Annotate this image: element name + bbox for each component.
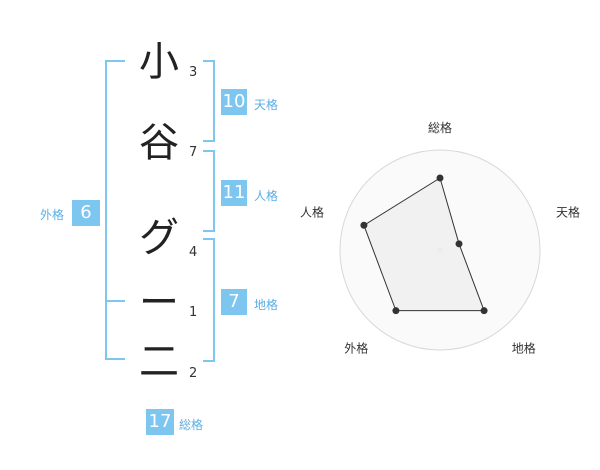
stroke-count-3: 4: [189, 245, 198, 260]
stroke-count-4: 1: [189, 305, 198, 320]
soukaku-value-box: 17: [146, 409, 174, 435]
jinkaku-value-box: 11: [221, 180, 247, 206]
jinkaku-bracket: [203, 150, 215, 232]
radar-axis-label-1: 総格: [428, 120, 452, 135]
radar-point-4: [392, 307, 400, 315]
gaikaku-value-box: 6: [72, 200, 100, 226]
jinkaku-label: 人格: [254, 189, 279, 203]
radar-axis-label-5: 人格: [300, 204, 324, 219]
tenkaku-label: 天格: [254, 98, 279, 112]
radar-axis-label-4: 外格: [344, 341, 368, 356]
stroke-count-1: 3: [189, 65, 198, 80]
gaikaku-bracket-bottom: [105, 298, 125, 360]
radar-shape: [360, 174, 488, 315]
radar-point-2: [455, 240, 463, 248]
name-char-2: 谷: [139, 120, 179, 166]
gaikaku-label: 外格: [40, 208, 65, 222]
radar-axis-label-2: 天格: [556, 204, 580, 219]
tenkaku-bracket: [203, 60, 215, 142]
chikaku-label: 地格: [254, 298, 279, 312]
soukaku-label: 総格: [179, 418, 204, 432]
radar-polygon: [363, 177, 485, 312]
radar-point-3: [480, 307, 488, 315]
tenkaku-value-box: 10: [221, 89, 247, 115]
name-char-1: 小: [139, 39, 179, 85]
name-char-4: ー: [139, 280, 179, 326]
radar-point-1: [436, 174, 444, 182]
radar-point-5: [360, 221, 368, 229]
name-char-5: 二: [139, 339, 179, 385]
chikaku-value-box: 7: [221, 289, 247, 315]
radar-axis-label-3: 地格: [512, 341, 536, 356]
stroke-count-2: 7: [189, 145, 198, 160]
name-char-3: グ: [139, 215, 179, 261]
gaikaku-bracket-top: [105, 60, 125, 302]
stroke-count-5: 2: [189, 366, 198, 381]
chikaku-bracket: [203, 238, 215, 362]
